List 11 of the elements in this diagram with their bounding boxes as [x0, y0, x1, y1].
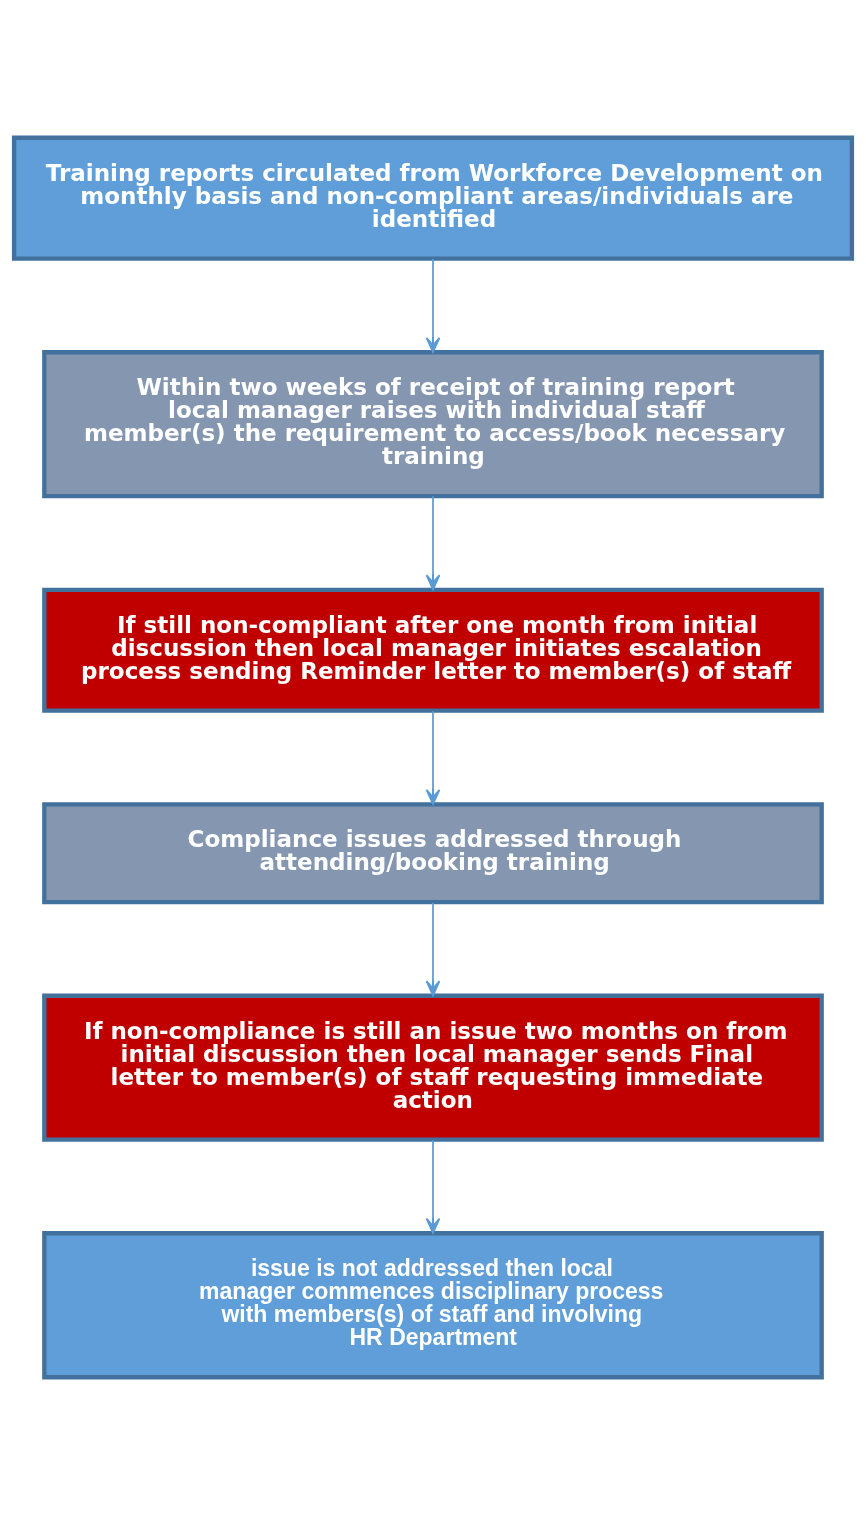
node-box: Training reports circulated from Workforce Development on monthly basis and non-compliant areas/individuals are identified	[11, 135, 855, 261]
node-box: If still non-compliant after one month from initial discussion then local manager initiates escalation process sending Reminder letter to member(s) of staff	[42, 587, 824, 713]
node-box: Compliance issues addressed through attending/booking training	[42, 802, 824, 905]
node-box: issue is not addressed then local manager commences disciplinary process with members(s) of staff and involving HR Department	[42, 1231, 824, 1380]
arrow	[425, 710, 441, 806]
arrow	[425, 495, 441, 591]
arrow	[425, 901, 441, 997]
arrow	[425, 1139, 441, 1234]
arrow	[425, 258, 441, 354]
node-box: If non-compliance is still an issue two months on from initial discussion then local manager sends Final letter to member(s) of staff requesting immediate action	[42, 993, 824, 1142]
node-box: Within two weeks of receipt of training report local manager raises with individual staff member(s) the requirement to access/book necessary training	[42, 350, 824, 499]
